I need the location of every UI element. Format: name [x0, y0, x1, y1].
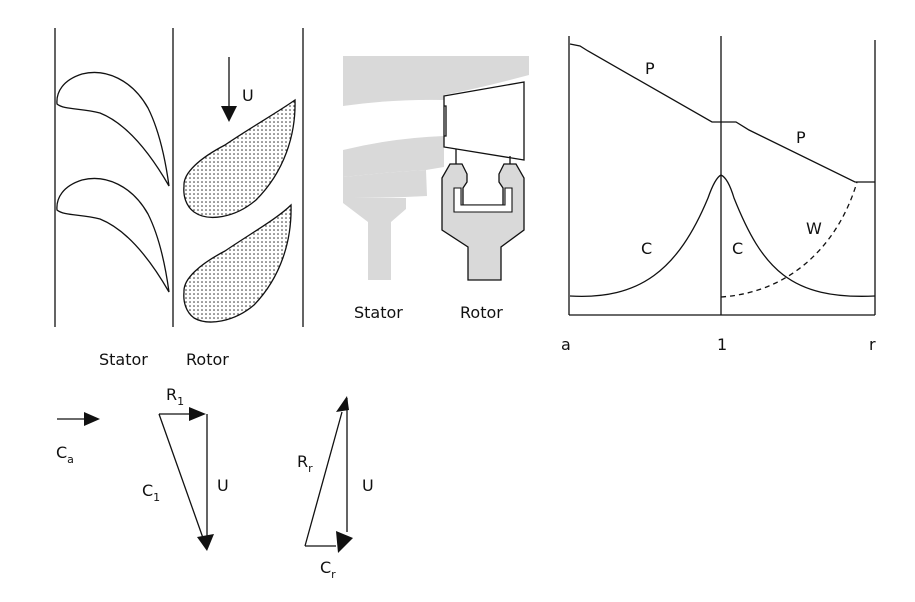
- inlet-relative-label: R1: [166, 385, 184, 408]
- stator-stem: [343, 198, 406, 280]
- x-tick-a: a: [561, 335, 571, 354]
- inlet-blade-speed-label: U: [217, 476, 229, 495]
- blade-cascade: U Stator Rotor: [54, 28, 304, 369]
- stator-blade-upper: [56, 71, 170, 187]
- inlet-relative-arrow-head: [189, 407, 206, 421]
- rotor-blade-lower: [183, 203, 292, 323]
- pressure-label-stator: P: [645, 59, 655, 78]
- exit-vector-arrow-head: [336, 531, 353, 553]
- inlet-vector-arrow-head: [197, 534, 214, 551]
- x-tick-r: r: [869, 335, 876, 354]
- rotor-disc-groove: [453, 187, 513, 213]
- absolute-velocity-curve: [569, 174, 876, 297]
- section-stator-label: Stator: [354, 303, 403, 322]
- rotor-disc: [441, 163, 525, 281]
- pressure-velocity-plot: P P C C W a 1 r: [561, 36, 876, 354]
- velocity-label-stator: C: [641, 239, 652, 258]
- blade-root-notch: [444, 105, 447, 137]
- velocity-triangles: Ca R1 C1 U Rr U Cr: [56, 385, 374, 581]
- exit-blade-speed-label: U: [362, 476, 374, 495]
- stator-blade-lower: [56, 177, 170, 293]
- relative-velocity-label: W: [806, 219, 822, 238]
- blade-speed-label: U: [242, 86, 254, 105]
- stator-nozzle-band: [343, 136, 444, 177]
- stator-diaphragm: [343, 170, 427, 198]
- axial-velocity-label: Ca: [56, 443, 74, 466]
- rotor-blade-section: [443, 81, 525, 161]
- inlet-absolute-label: C1: [142, 481, 160, 504]
- exit-absolute-label: Cr: [320, 558, 336, 581]
- section-rotor-label: Rotor: [460, 303, 503, 322]
- exit-relative-arrow-head: [336, 396, 349, 412]
- pressure-curve: [569, 43, 875, 183]
- exit-relative-vector: [304, 411, 343, 547]
- blade-speed-arrow-head: [221, 106, 237, 122]
- exit-relative-label: Rr: [297, 452, 313, 475]
- pressure-label-rotor: P: [796, 128, 806, 147]
- rotor-blade-upper: [183, 98, 296, 218]
- velocity-label-rotor: C: [732, 239, 743, 258]
- inlet-absolute-vector: [158, 413, 204, 539]
- axial-velocity-arrow-head: [84, 412, 100, 426]
- cascade-rotor-label: Rotor: [186, 350, 229, 369]
- casing: [343, 56, 529, 106]
- cascade-stator-label: Stator: [99, 350, 148, 369]
- stage-section: Stator Rotor: [343, 56, 529, 322]
- x-tick-1: 1: [717, 335, 727, 354]
